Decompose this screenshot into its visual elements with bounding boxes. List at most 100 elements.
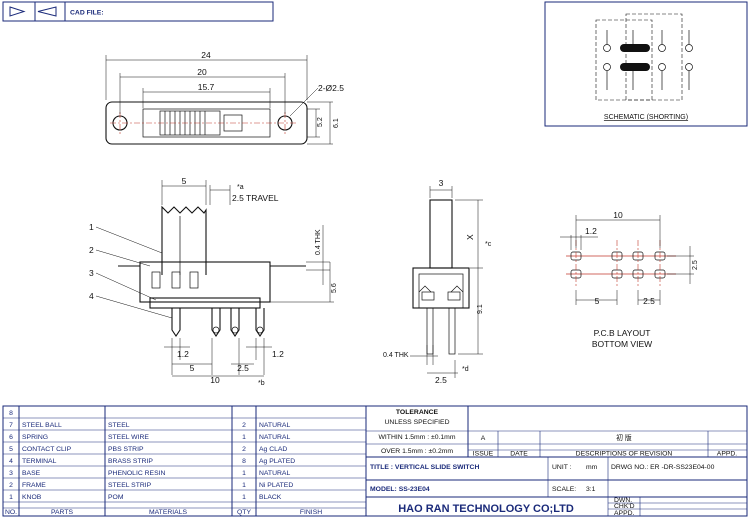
table-cell-materials: BRASS STRIP	[108, 458, 153, 465]
table-cell-parts: STEEL BALL	[22, 422, 62, 429]
table-cell-parts: KNOB	[22, 494, 42, 501]
svg-text:DRWG NO.: ER -DR-SS23E04-00: DRWG NO.: ER -DR-SS23E04-00	[611, 464, 715, 471]
svg-text:MODEL: SS-23E04: MODEL: SS-23E04	[370, 486, 430, 493]
table-cell-materials: PHENOLIC RESIN	[108, 470, 165, 477]
table-cell-qty: 2	[242, 446, 246, 453]
table-cell-no: 1	[9, 494, 13, 501]
cad-file-label: CAD FILE:	[70, 10, 104, 17]
table-cell-no: 2	[9, 482, 13, 489]
schematic-caption: SCHEMATIC (SHORTING)	[604, 114, 688, 121]
table-cell-finish: BLACK	[259, 494, 282, 501]
top-view: 24 20 15.7 2-Ø2.5 5.2 6.1	[105, 50, 344, 145]
title-block: TOLERANCE UNLESS SPECIFIED WITHIN 1.5mm …	[365, 405, 748, 517]
table-cell-parts: CONTACT CLIP	[22, 446, 72, 453]
projection-cone-icon	[37, 6, 57, 17]
svg-text:*d: *d	[462, 366, 469, 373]
table-cell-no: 7	[9, 422, 13, 429]
svg-text:2.5: 2.5	[237, 363, 249, 373]
table-cell-parts: FRAME	[22, 482, 46, 489]
header-qty: QTY	[237, 509, 251, 516]
svg-text:SCALE:: SCALE:	[552, 486, 576, 493]
svg-text:初 版: 初 版	[616, 433, 632, 442]
svg-text:APPD.: APPD.	[614, 510, 635, 517]
svg-text:DWN.: DWN.	[614, 497, 632, 504]
front-view: 1 2 3 4 5 *a 2.5 TRAVEL 0.4 THK 5.6 1.2 …	[89, 176, 338, 387]
svg-text:5.6: 5.6	[331, 283, 338, 293]
svg-text:24: 24	[201, 50, 211, 60]
svg-text:CHK'D: CHK'D	[614, 503, 635, 510]
cad-file-header: CAD FILE:	[2, 1, 274, 22]
table-cell-qty: 1	[242, 482, 246, 489]
table-cell-parts: SPRING	[22, 434, 48, 441]
svg-text:1: 1	[89, 222, 94, 232]
table-cell-finish: Ag CLAD	[259, 446, 287, 453]
svg-text:2.5: 2.5	[692, 260, 699, 270]
table-cell-no: 4	[9, 458, 13, 465]
svg-text:9.1: 9.1	[477, 304, 484, 314]
table-cell-materials: PBS STRIP	[108, 446, 144, 453]
side-view: 3 X *c 9.1 0.4 THK 2.5 *d	[383, 178, 492, 385]
svg-text:0.4 THK: 0.4 THK	[383, 352, 409, 359]
svg-text:1.2: 1.2	[272, 349, 284, 359]
svg-text:1.2: 1.2	[585, 226, 597, 236]
svg-text:OVER 1.5mm : ±0.2mm: OVER 1.5mm : ±0.2mm	[381, 448, 453, 455]
header-no: NO.	[5, 509, 17, 516]
svg-text:ISSUE: ISSUE	[473, 451, 494, 458]
svg-text:UNLESS SPECIFIED: UNLESS SPECIFIED	[385, 419, 450, 426]
table-cell-no: 5	[9, 446, 13, 453]
svg-text:TOLERANCE: TOLERANCE	[396, 409, 439, 416]
schematic-panel: SCHEMATIC (SHORTING)	[544, 1, 748, 127]
pcb-layout-view: 10 1.2 2.5 5 2.5 P.C.B LAYOUT BOTTOM VIE…	[560, 210, 699, 349]
svg-text:3: 3	[439, 178, 444, 188]
svg-text:HAO RAN TECHNOLOGY CO;LTD: HAO RAN TECHNOLOGY CO;LTD	[398, 503, 574, 515]
svg-text:5: 5	[182, 176, 187, 186]
svg-text:A: A	[481, 435, 486, 442]
svg-text:3: 3	[89, 268, 94, 278]
svg-text:2: 2	[89, 245, 94, 255]
svg-text:5: 5	[190, 363, 195, 373]
svg-text:3:1: 3:1	[586, 486, 596, 493]
svg-text:10: 10	[210, 375, 220, 385]
table-cell-no: 8	[9, 410, 13, 417]
table-cell-parts: BASE	[22, 470, 41, 477]
svg-text:2.5 TRAVEL: 2.5 TRAVEL	[232, 193, 279, 203]
table-cell-finish: NATURAL	[259, 422, 290, 429]
svg-text:BOTTOM VIEW: BOTTOM VIEW	[592, 339, 652, 349]
svg-text:1.2: 1.2	[177, 349, 189, 359]
svg-text:mm: mm	[586, 464, 598, 471]
table-cell-materials: STEEL STRIP	[108, 482, 152, 489]
svg-text:*c: *c	[485, 241, 492, 248]
svg-text:WITHIN 1.5mm : ±0.1mm: WITHIN 1.5mm : ±0.1mm	[379, 434, 456, 441]
svg-text:*a: *a	[237, 184, 244, 191]
table-cell-no: 3	[9, 470, 13, 477]
svg-text:TITLE : VERTICAL SLIDE SWITCH: TITLE : VERTICAL SLIDE SWITCH	[370, 464, 479, 471]
svg-text:APPD.: APPD.	[717, 451, 738, 458]
svg-text:2.5: 2.5	[643, 296, 655, 306]
table-cell-materials: STEEL	[108, 422, 130, 429]
header-materials: MATERIALS	[149, 509, 187, 516]
table-cell-qty: 2	[242, 422, 246, 429]
svg-text:P.C.B LAYOUT: P.C.B LAYOUT	[594, 328, 651, 338]
svg-text:5.2: 5.2	[317, 117, 324, 127]
svg-text:0.4 THK: 0.4 THK	[315, 229, 322, 255]
table-cell-no: 6	[9, 434, 13, 441]
table-cell-qty: 1	[242, 494, 246, 501]
svg-text:4: 4	[89, 291, 94, 301]
header-finish: FINISH	[300, 509, 322, 516]
table-cell-finish: NATURAL	[259, 470, 290, 477]
svg-text:6.1: 6.1	[333, 118, 340, 128]
table-cell-qty: 1	[242, 470, 246, 477]
table-cell-materials: POM	[108, 494, 124, 501]
svg-text:*b: *b	[258, 380, 265, 387]
svg-text:UNIT :: UNIT :	[552, 464, 572, 471]
table-cell-finish: NATURAL	[259, 434, 290, 441]
table-cell-qty: 8	[242, 458, 246, 465]
svg-text:20: 20	[197, 67, 207, 77]
svg-text:15.7: 15.7	[198, 82, 215, 92]
svg-text:X: X	[465, 234, 475, 240]
table-cell-finish: Ni PLATED	[259, 482, 293, 489]
projection-symbol-icon	[9, 6, 26, 17]
svg-text:10: 10	[613, 210, 623, 220]
